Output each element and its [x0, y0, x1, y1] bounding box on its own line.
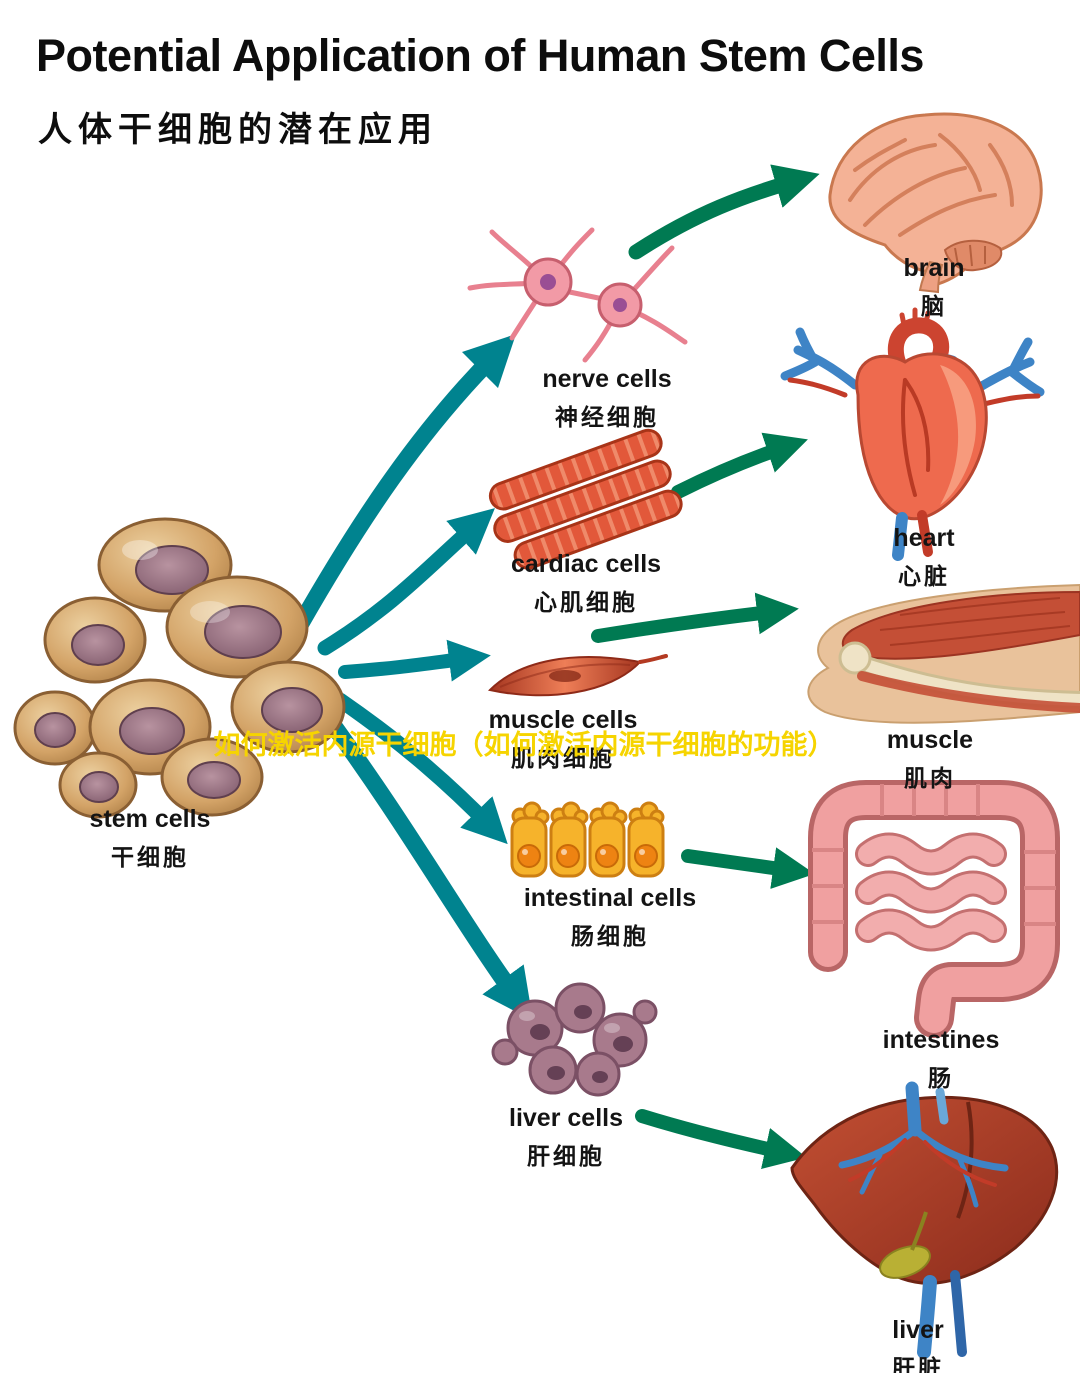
- stem-cells-label-en: stem cells: [89, 805, 211, 833]
- arrow-stem-to-cardiac-cells: [317, 508, 495, 656]
- arrow-intestinalcell-to-intestines: [681, 847, 815, 889]
- heart-label: heart 心脏: [893, 524, 954, 591]
- liver-label-en: liver: [892, 1316, 944, 1344]
- liver-cells-label-en: liver cells: [509, 1104, 623, 1132]
- muscle-cells-label-zh: 肌肉细胞: [511, 745, 615, 771]
- stem-cells-label-zh: 干细胞: [110, 844, 189, 870]
- intestines-label: intestines 肠: [883, 1026, 1000, 1093]
- liver-cells-illustration: [491, 982, 658, 1097]
- liver-label-zh: 肝脏: [892, 1355, 944, 1373]
- arrow-cardiac-to-heart: [671, 432, 808, 499]
- brain-label: brain 脑: [903, 254, 964, 321]
- arrow-stem-to-nerve-cells: [291, 333, 517, 634]
- heart-illustration: [780, 307, 1045, 561]
- intestinal-cells-label-zh: 肠细胞: [570, 923, 649, 949]
- intestines-label-en: intestines: [882, 1026, 1000, 1054]
- arrow-stem-to-liver-cells: [319, 709, 533, 1021]
- brain-label-zh: 脑: [921, 293, 947, 319]
- intestinal-cells-label: intestinal cells 肠细胞: [524, 884, 696, 951]
- cardiac-cells-illustration: [488, 428, 683, 570]
- muscle-label: muscle 肌肉: [887, 726, 973, 793]
- stem-cells-label: stem cells 干细胞: [90, 805, 211, 872]
- muscle-cells-label: muscle cells 肌肉细胞: [489, 706, 638, 773]
- page-subtitle: 人体干细胞的潜在应用: [38, 111, 438, 149]
- arrow-nerve-to-brain: [628, 164, 820, 260]
- intestines-label-zh: 肠: [927, 1065, 954, 1091]
- liver-illustration: [790, 1081, 1059, 1359]
- watermark-text: 如何激活内源干细胞（如何激活内源干细胞的功能）: [213, 730, 835, 760]
- muscle-cell-illustration: [487, 654, 668, 697]
- muscle-label-en: muscle: [886, 726, 974, 754]
- nerve-cells-label: nerve cells 神经细胞: [542, 365, 671, 432]
- intestinal-cells-illustration: [510, 801, 665, 878]
- liver-cells-label: liver cells 肝细胞: [509, 1104, 623, 1171]
- cardiac-cells-label: cardiac cells 心肌细胞: [511, 550, 661, 617]
- liver-label: liver 肝脏: [892, 1316, 944, 1373]
- arrow-stem-to-intestinal-cells: [332, 692, 508, 845]
- brain-label-en: brain: [903, 254, 965, 282]
- muscle-cells-label-en: muscle cells: [488, 706, 638, 734]
- intestines-illustration: [808, 780, 1060, 1038]
- arrow-stem-to-muscle-cells: [338, 639, 491, 682]
- heart-label-zh: 心脏: [897, 563, 950, 589]
- nerve-cells-label-zh: 神经细胞: [554, 404, 659, 430]
- liver-cells-label-zh: 肝细胞: [526, 1143, 605, 1169]
- nerve-cells-illustration: [467, 227, 688, 363]
- heart-label-en: heart: [893, 524, 955, 552]
- page-title: Potential Application of Human Stem Cell…: [36, 30, 924, 81]
- cardiac-cells-label-zh: 心肌细胞: [534, 589, 638, 615]
- intestinal-cells-label-en: intestinal cells: [523, 884, 697, 912]
- stem-cells-illustration: [13, 517, 346, 819]
- arrow-livercell-to-liver: [635, 1109, 807, 1170]
- nerve-cells-label-en: nerve cells: [542, 365, 672, 393]
- brain-illustration: [828, 112, 1043, 294]
- muscle-label-zh: 肌肉: [903, 765, 956, 791]
- muscle-arm-illustration: [807, 583, 1080, 724]
- cardiac-cells-label-en: cardiac cells: [510, 550, 662, 578]
- arrow-musclecell-to-muscle: [591, 592, 799, 643]
